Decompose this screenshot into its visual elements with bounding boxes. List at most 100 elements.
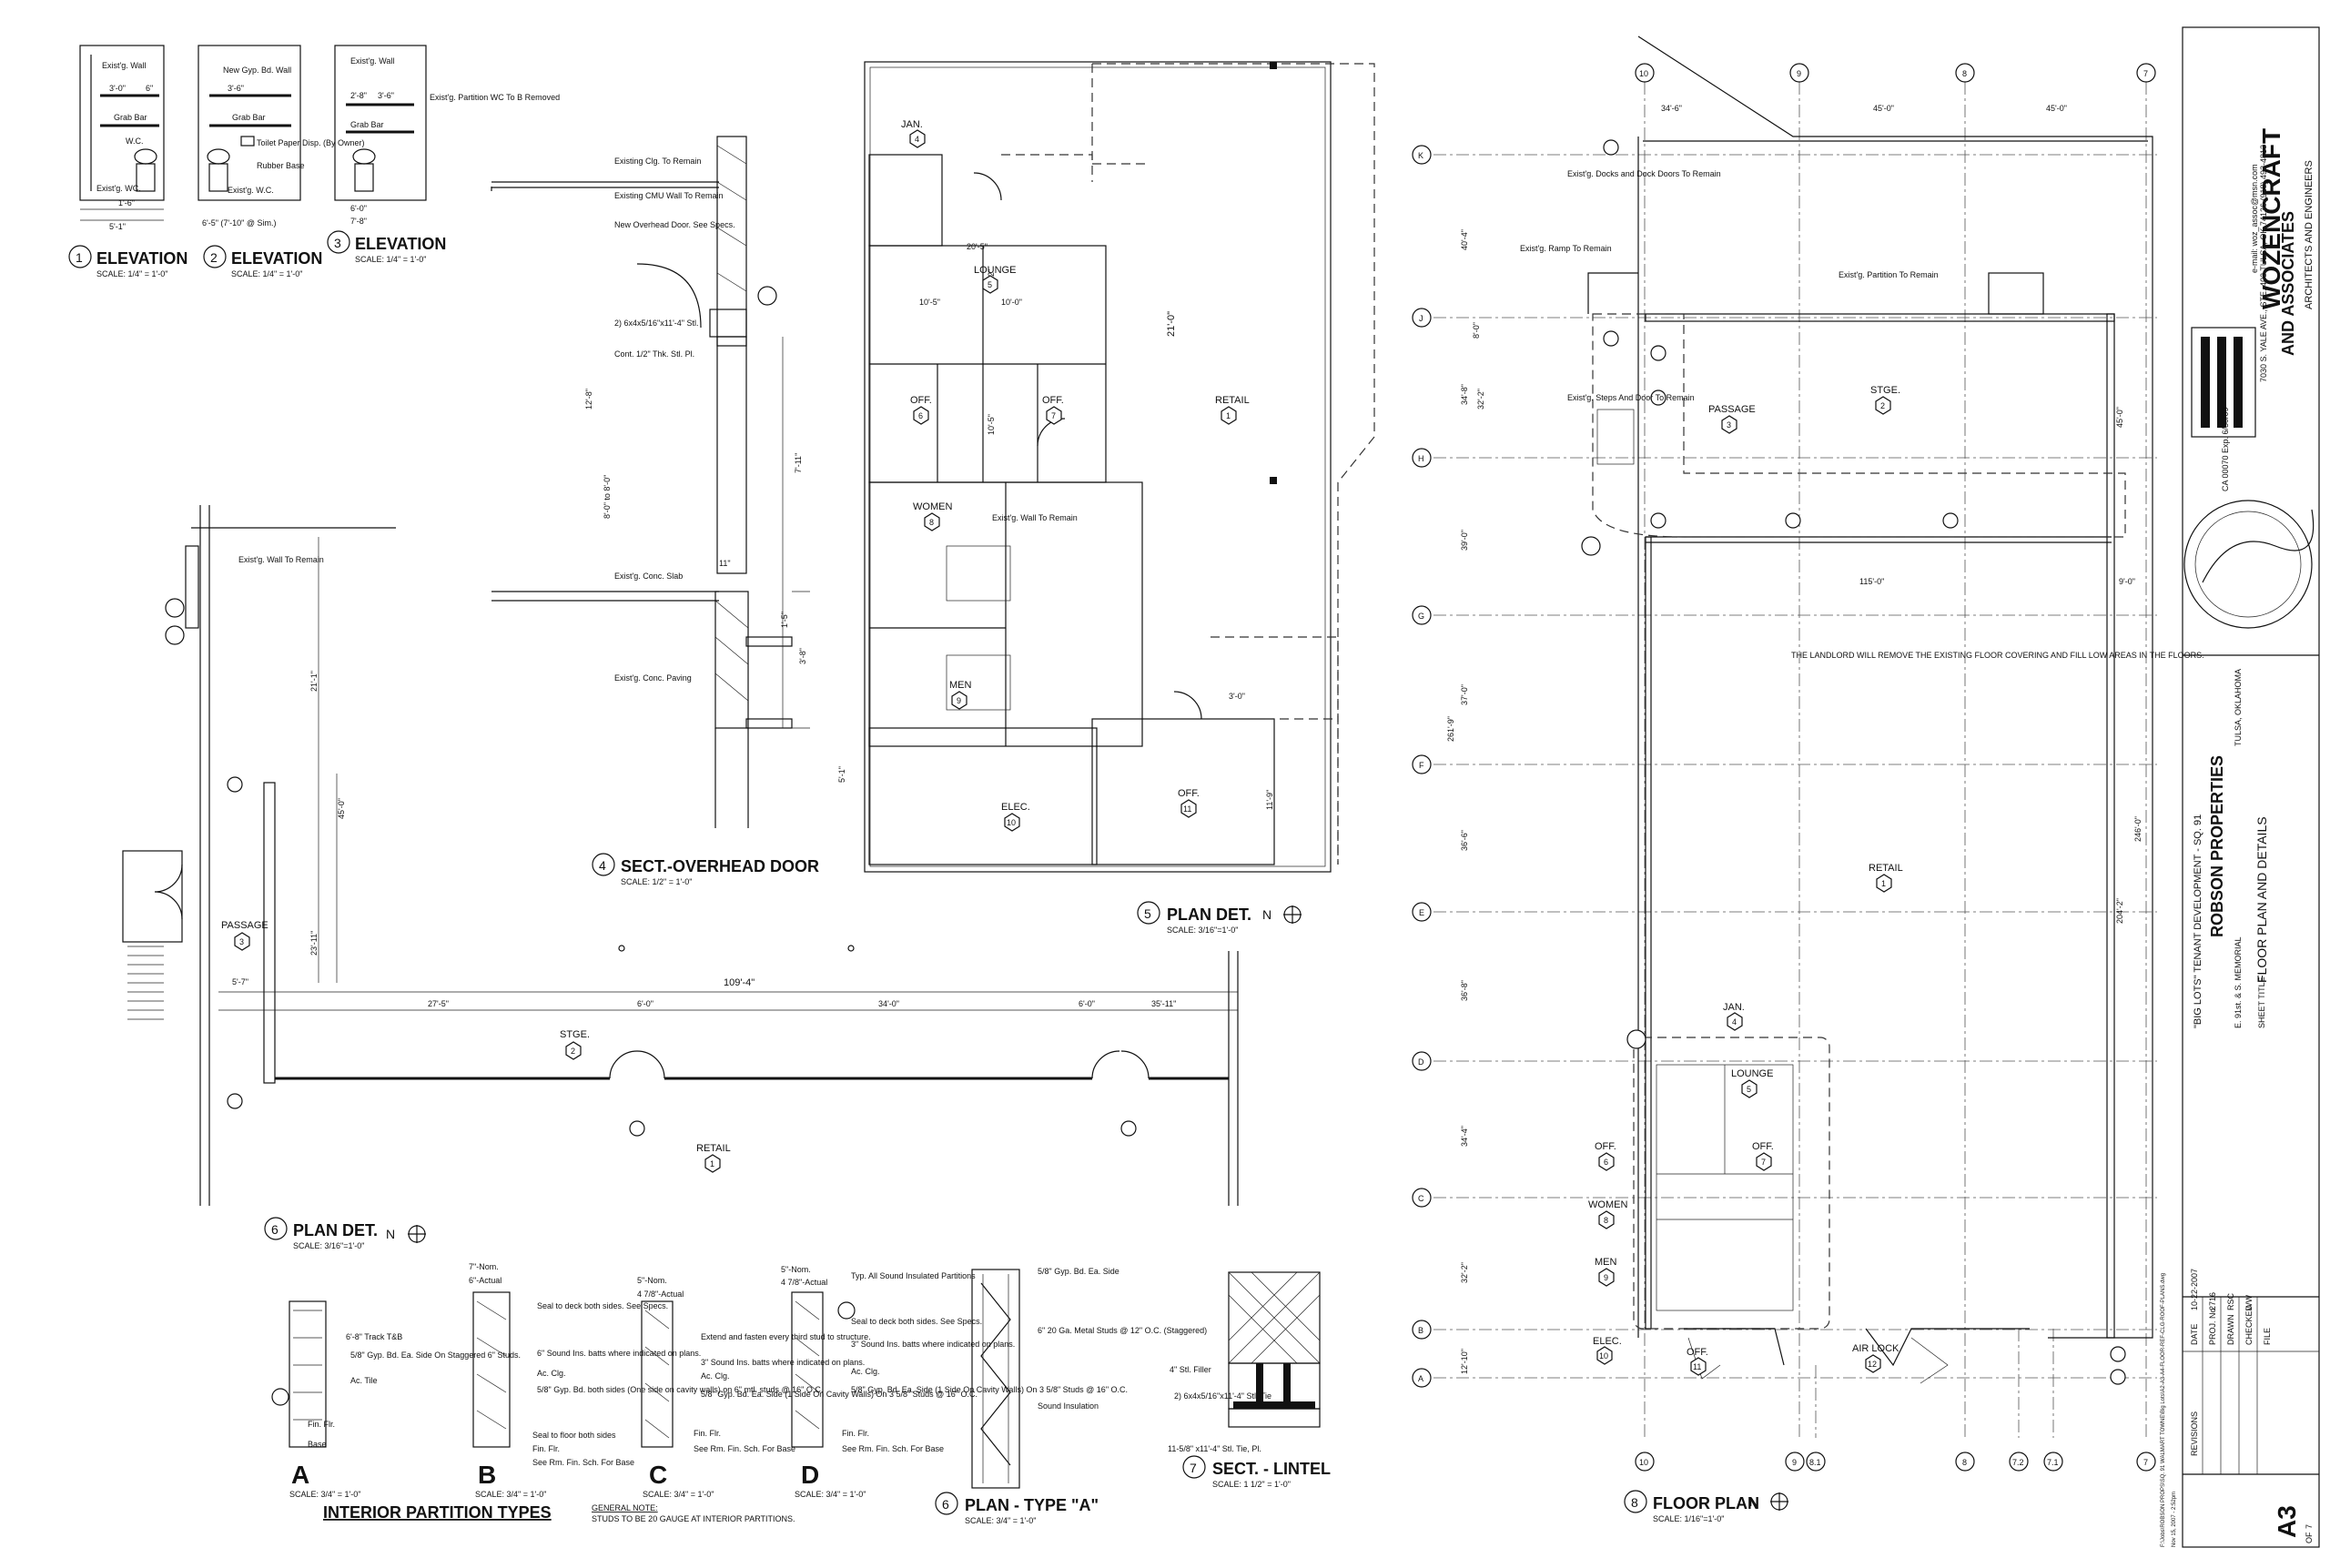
plan8-room-retail: RETAIL 1 — [1869, 863, 1903, 893]
svg-text:8: 8 — [1962, 69, 1967, 78]
ptC-note-7: See Rm. Fin. Sch. For Base — [694, 1444, 795, 1453]
ptC-note-2: Extend and fasten every third stud to st… — [701, 1332, 871, 1341]
project-owner: ROBSON PROPERTIES — [2208, 755, 2226, 937]
ptC-letter: C — [649, 1461, 667, 1489]
svg-text:PASSAGE: PASSAGE — [221, 920, 268, 931]
svg-text:6: 6 — [1604, 1158, 1608, 1167]
svg-text:JAN.: JAN. — [901, 119, 923, 130]
svg-text:8: 8 — [1604, 1216, 1608, 1225]
svg-text:2: 2 — [1880, 401, 1885, 410]
plan8-dim-2: 45'-0" — [2046, 104, 2067, 113]
svg-text:9: 9 — [957, 696, 961, 705]
plan5-dim-7: 11'-9" — [1265, 790, 1274, 810]
svg-text:WOMEN: WOMEN — [913, 501, 952, 512]
plan8-title: FLOOR PLAN — [1653, 1494, 1759, 1512]
elev3-note-wall: Exist'g. Wall — [350, 56, 394, 66]
plan6-dim-3: 34'-0" — [878, 999, 899, 1008]
sect4-dim-6: 11" — [719, 559, 731, 568]
plan6-dim-4: 6'-0" — [1079, 999, 1095, 1008]
plan8-scale: SCALE: 1/16"=1'-0" — [1653, 1514, 1724, 1523]
file-path: F:\Jobs\ROBSON PROPS\SQ. 91 WALMART TOWN… — [2161, 1273, 2166, 1547]
sect4-dim-3: 7'-11" — [794, 453, 803, 473]
north-arrow-icon: N — [1262, 905, 1302, 924]
sect4-dim-2: 8'-0" to 8'-0" — [603, 475, 612, 519]
plan6-dim-2: 6'-0" — [637, 999, 653, 1008]
elev1-note-grabbar: Grab Bar — [114, 113, 147, 122]
ptD-note-6: 5/8" Gyp. Bd. Ea. Side (1 Side On Cavity… — [851, 1385, 1128, 1394]
plan8-note-partition: Exist'g. Partition To Remain — [1839, 270, 1939, 279]
plan8-note-docks: Exist'g. Docks and Dock Doors To Remain — [1567, 169, 1721, 178]
sect4-num: 4 — [599, 858, 606, 873]
svg-text:N: N — [386, 1227, 395, 1241]
grid-col-bottom: 10 9 8.1 8 7.2 7.1 7 — [1635, 1452, 2156, 1472]
plan8-room-lounge: LOUNGE 5 — [1731, 1068, 1773, 1098]
ptB-note-7: Fin. Flr. — [532, 1444, 560, 1453]
elev3-note-partition: Exist'g. Partition WC To B Removed — [430, 93, 560, 102]
elev1-title: ELEVATION — [96, 249, 187, 268]
plan6-dim-7: 21'-1" — [309, 671, 319, 692]
plan5-dim-height: 21'-0" — [1166, 311, 1177, 337]
project-title-line: "BIG LOTS" TENANT DEVELOPMENT - SQ. 91 — [2193, 814, 2203, 1028]
plan8-note-ramp: Exist'g. Ramp To Remain — [1520, 244, 1612, 253]
plan6-dim-9: 23'-11" — [309, 931, 319, 956]
svg-text:7: 7 — [1051, 411, 1056, 420]
ptB-scale: SCALE: 3/4" = 1'-0" — [475, 1490, 546, 1499]
plan5-title: PLAN DET. — [1167, 905, 1251, 924]
svg-text:7.2: 7.2 — [2012, 1458, 2024, 1467]
ptD-note-2: Typ. All Sound Insulated Partitions — [851, 1271, 976, 1280]
elev2-num: 2 — [210, 250, 218, 265]
svg-text:ELEC.: ELEC. — [1593, 1336, 1622, 1347]
sect4-note-clg: Existing Clg. To Remain — [614, 157, 701, 166]
ptB-note-0: 7"-Nom. — [469, 1262, 499, 1271]
svg-text:ELEC.: ELEC. — [1001, 802, 1030, 813]
svg-text:3: 3 — [239, 937, 244, 946]
north-arrow-icon: N — [1749, 1492, 1788, 1511]
elev1-bubble — [68, 245, 92, 268]
svg-text:7: 7 — [1761, 1158, 1766, 1167]
plan8-room-elec: ELEC. 10 — [1593, 1336, 1622, 1365]
svg-text:9: 9 — [1792, 1458, 1797, 1467]
drawn-label: DRAWN — [2226, 1314, 2235, 1345]
svg-text:10: 10 — [1639, 1458, 1648, 1467]
plan8-room-airlock: AIR LOCK 12 — [1852, 1343, 1899, 1373]
elev1-note-dim: 3'-0" — [109, 84, 126, 93]
plan6-room-retail: RETAIL 1 — [696, 1143, 731, 1173]
plan8-room-men: MEN 9 — [1595, 1257, 1617, 1287]
svg-text:OFF.: OFF. — [1752, 1141, 1774, 1152]
sheet-title-label: SHEET TITLE — [2257, 976, 2266, 1028]
plan8-dim-1: 45'-0" — [1873, 104, 1894, 113]
plan6-title: PLAN DET. — [293, 1221, 378, 1239]
svg-text:MEN: MEN — [1595, 1257, 1617, 1268]
plan6-room-stge: STGE. 2 — [560, 1029, 590, 1060]
plan8-room-passage: PASSAGE 3 — [1708, 404, 1756, 434]
plan6-scale: SCALE: 3/16"=1'-0" — [293, 1241, 364, 1250]
sect4-bubble — [592, 853, 615, 876]
svg-text:RETAIL: RETAIL — [696, 1143, 731, 1154]
svg-text:B: B — [1418, 1326, 1423, 1335]
svg-text:11: 11 — [1693, 1362, 1701, 1371]
elev1-note-dim4: 5'-1" — [109, 222, 126, 231]
svg-text:8: 8 — [929, 518, 934, 527]
sect7-title: SECT. - LINTEL — [1212, 1460, 1331, 1478]
plan8-room-jan: JAN. 4 — [1723, 1002, 1745, 1031]
plan6-dim-overall: 109'-4" — [724, 977, 755, 988]
elev2-note-grabbar: Grab Bar — [232, 113, 266, 122]
svg-text:J: J — [1419, 314, 1423, 323]
plan6a-title: PLAN - TYPE "A" — [965, 1496, 1099, 1514]
svg-text:4: 4 — [915, 135, 919, 144]
plan8-room-off6: OFF. 6 — [1595, 1141, 1616, 1171]
svg-text:G: G — [1418, 612, 1424, 621]
ptC-scale: SCALE: 3/4" = 1'-0" — [643, 1490, 714, 1499]
ptA-note-2: Ac. Tile — [350, 1376, 378, 1385]
svg-text:LOUNGE: LOUNGE — [974, 265, 1016, 276]
sect4-title: SECT.-OVERHEAD DOOR — [621, 857, 819, 875]
plan6-num: 6 — [271, 1222, 279, 1237]
of-value: 7 — [2305, 1524, 2314, 1529]
plan6a-scale: SCALE: 3/4" = 1'-0" — [965, 1516, 1036, 1525]
ptD-note-3: Seal to deck both sides. See Specs. — [851, 1317, 982, 1326]
sect7-scale: SCALE: 1 1/2" = 1'-0" — [1212, 1480, 1291, 1489]
elev3-note-grab: Grab Bar — [350, 120, 384, 129]
svg-text:PASSAGE: PASSAGE — [1708, 404, 1756, 415]
ptD-note-8: See Rm. Fin. Sch. For Base — [842, 1444, 944, 1453]
